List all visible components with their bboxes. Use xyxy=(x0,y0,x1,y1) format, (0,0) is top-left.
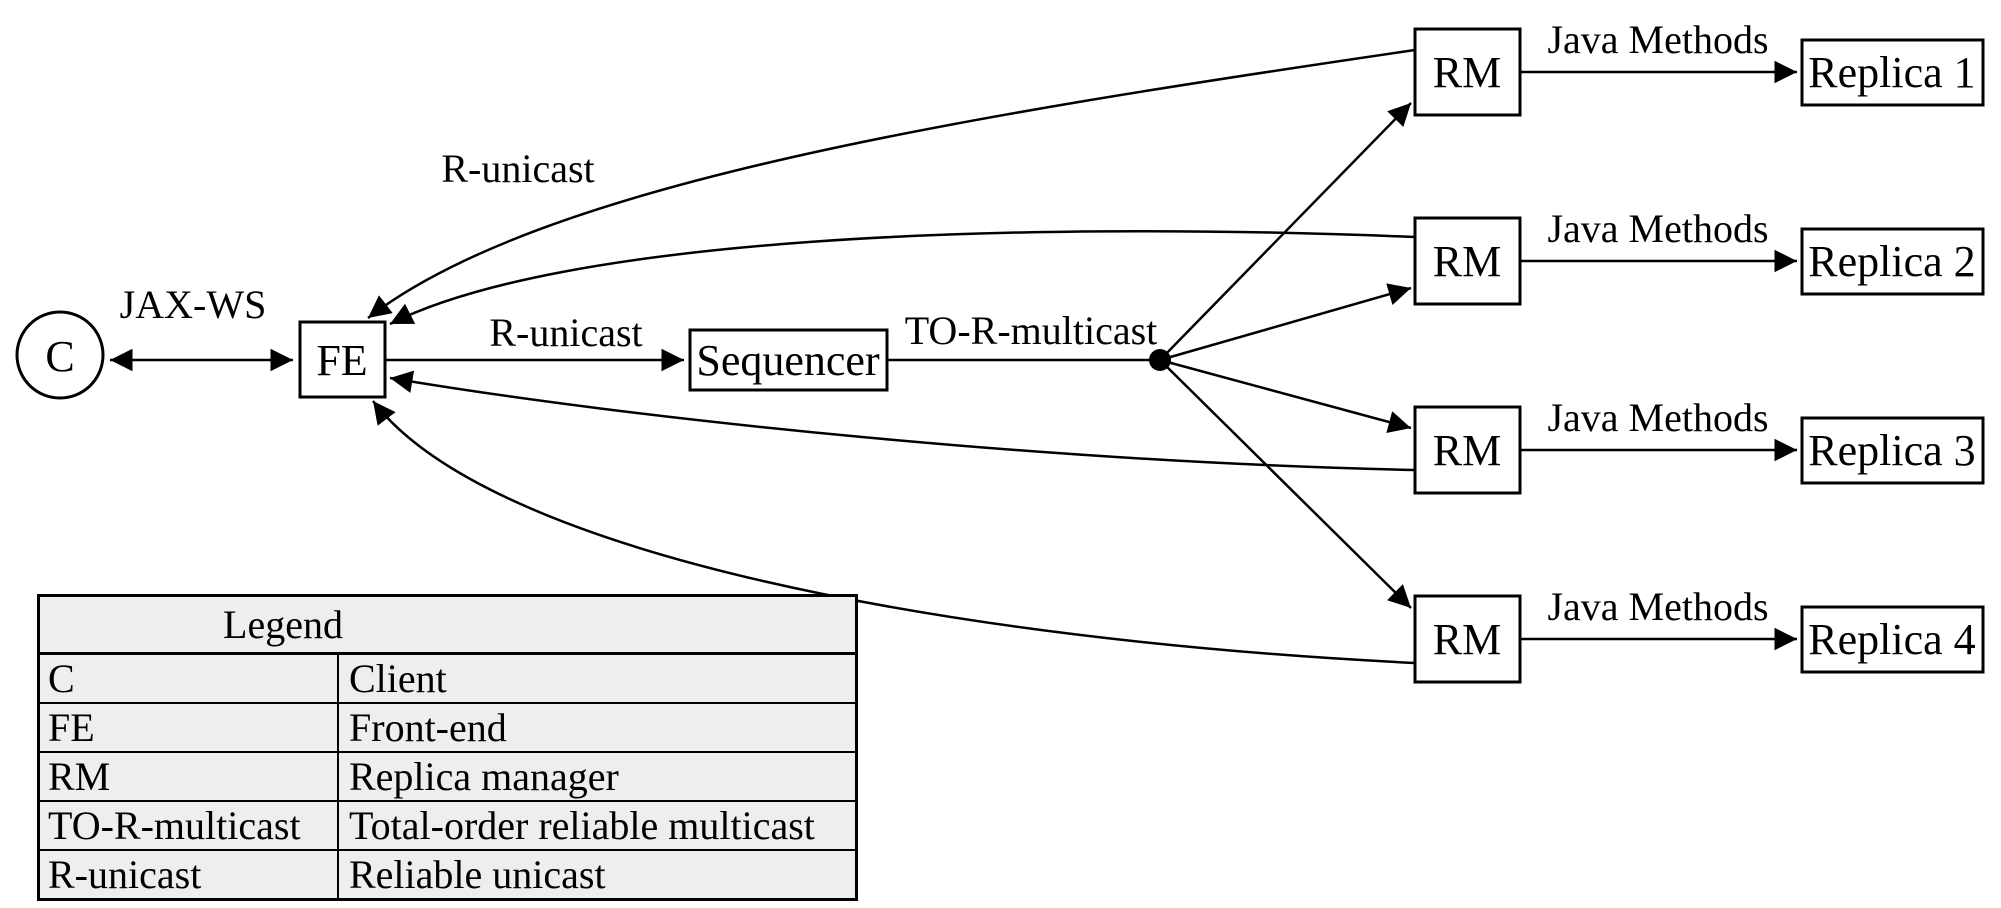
frontend-node-label: FE xyxy=(316,336,367,385)
legend-row-client: C Client xyxy=(40,655,855,704)
edge-multicast-rm3 xyxy=(1159,358,1412,433)
frontend-node xyxy=(298,320,387,399)
rm1-node xyxy=(1413,27,1522,117)
replica1-node-label: Replica 1 xyxy=(1808,48,1975,97)
rm1-node-label: RM xyxy=(1433,48,1501,97)
legend-row-to-r-multicast: TO-R-multicast Total-order reliable mult… xyxy=(40,802,855,851)
replica2-node xyxy=(1800,227,1985,296)
legend-key-client: C xyxy=(40,655,339,702)
sequencer-node xyxy=(688,328,889,392)
java-methods-label-1: Java Methods xyxy=(1547,17,1768,62)
rm3-node-label: RM xyxy=(1433,426,1501,475)
legend-value-client: Client xyxy=(349,656,447,701)
java-methods-label-2: Java Methods xyxy=(1547,206,1768,251)
legend-key-frontend: FE xyxy=(40,704,339,751)
legend-row-r-unicast: R-unicast Reliable unicast xyxy=(40,851,855,898)
legend-title: Legend xyxy=(223,602,343,647)
rm4-node-label: RM xyxy=(1433,615,1501,664)
r-unicast-return-label: R-unicast xyxy=(441,146,594,191)
java-methods-label-3: Java Methods xyxy=(1547,395,1768,440)
legend-key-r-unicast: R-unicast xyxy=(40,851,339,898)
rm4-node xyxy=(1413,594,1522,684)
edge-multicast-rm1 xyxy=(1159,102,1412,361)
edge-return-rm1-fe xyxy=(367,48,1416,319)
edge-return-rm3-fe xyxy=(389,370,1416,472)
replica2-node-label: Replica 2 xyxy=(1808,237,1975,286)
legend-value-to-r-multicast: Total-order reliable multicast xyxy=(349,803,815,848)
legend-value-r-unicast: Reliable unicast xyxy=(349,852,606,897)
rm3-node xyxy=(1413,405,1522,495)
replica3-node xyxy=(1800,416,1985,485)
legend-row-replica-manager: RM Replica manager xyxy=(40,753,855,802)
legend-value-frontend: Front-end xyxy=(349,705,507,750)
legend-value-replica-manager: Replica manager xyxy=(349,754,619,799)
legend-key-replica-manager: RM xyxy=(40,753,339,800)
replica4-node-label: Replica 4 xyxy=(1808,615,1975,664)
client-node xyxy=(15,310,105,400)
client-node-label: C xyxy=(45,332,74,381)
jax-ws-label: JAX-WS xyxy=(120,282,267,327)
legend-header: Legend xyxy=(40,597,855,655)
edge-multicast-rm2 xyxy=(1159,283,1412,362)
java-methods-label-4: Java Methods xyxy=(1547,584,1768,629)
rm2-node xyxy=(1413,216,1522,306)
replica1-node xyxy=(1800,38,1985,107)
r-unicast-forward-label: R-unicast xyxy=(489,310,642,355)
rm2-node-label: RM xyxy=(1433,237,1501,286)
replica3-node-label: Replica 3 xyxy=(1808,426,1975,475)
edge-return-rm4-fe xyxy=(372,400,1416,665)
edge-multicast-rm4 xyxy=(1159,359,1412,609)
legend-table: Legend C Client FE Front-end RM Replica … xyxy=(37,594,858,901)
legend-key-to-r-multicast: TO-R-multicast xyxy=(40,802,339,849)
replica4-node xyxy=(1800,605,1985,674)
sequencer-node-label: Sequencer xyxy=(696,336,880,385)
legend-row-frontend: FE Front-end xyxy=(40,704,855,753)
edge-return-rm2-fe xyxy=(389,229,1416,326)
to-r-multicast-label: TO-R-multicast xyxy=(905,308,1158,353)
